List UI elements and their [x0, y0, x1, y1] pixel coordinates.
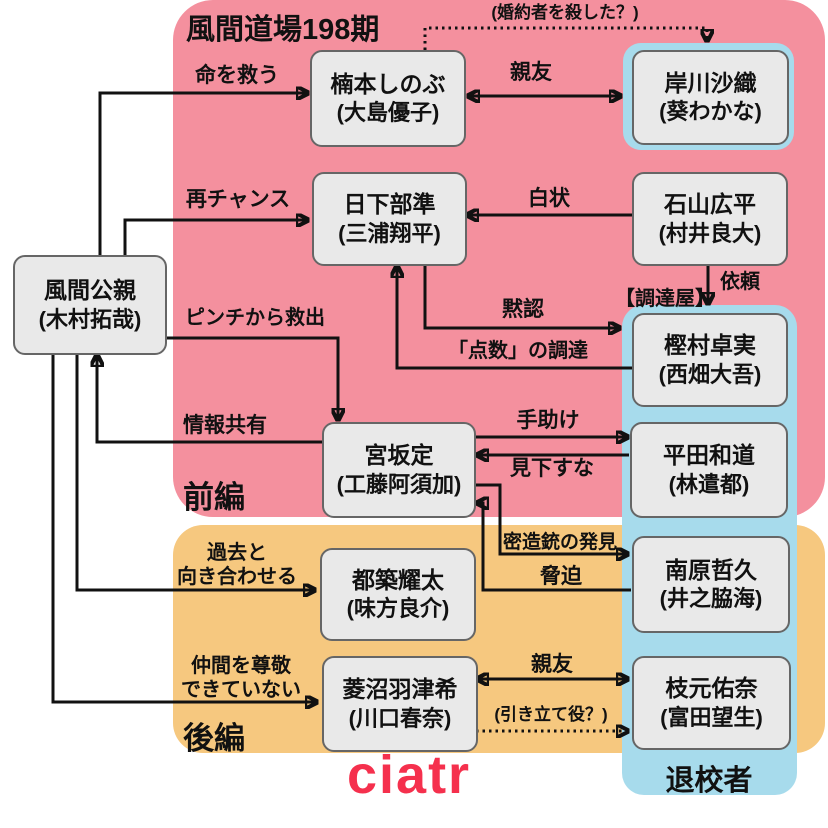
- character-name: 南原哲久: [665, 556, 757, 583]
- character-name: 都築耀太: [352, 566, 444, 593]
- character-name: 平田和道: [663, 442, 755, 469]
- label-kouhen: 後編: [183, 721, 245, 756]
- edge-label-hakujou: 白状: [528, 187, 570, 210]
- edge-label-kyouhaku: 脅迫: [540, 565, 582, 588]
- label-choutatsuya: 【調達屋】: [615, 288, 715, 310]
- edge-label-shinyu-btm: 親友: [531, 653, 573, 676]
- character-name: 宮坂定: [364, 442, 434, 469]
- character-name: 樫村卓実: [664, 332, 756, 359]
- character-name: 枝元佑奈: [665, 675, 758, 702]
- ciatr-logo: ciatr: [347, 745, 472, 805]
- edge-label-pinch: ピンチから救出: [185, 307, 325, 329]
- edge-pinch-line: [163, 336, 338, 419]
- character-actor: (村井良大): [658, 220, 762, 246]
- character-actor: (大島優子): [336, 100, 440, 126]
- character-box-ishiyama: 石山広平 (村井良大): [632, 172, 788, 266]
- character-box-kazama: 風間公親 (木村拓哉): [13, 255, 167, 355]
- edge-label-mitsuzou: 密造銃の発見: [502, 532, 618, 553]
- edge-kako-line: [75, 351, 314, 590]
- edge-label-mikudasuna: 見下すな: [510, 457, 594, 480]
- diagram-title: 風間道場198期: [186, 14, 380, 46]
- character-actor: (味方良介): [346, 596, 450, 622]
- character-box-kusumoto: 楠本しのぶ (大島優子): [310, 50, 466, 147]
- character-name: 岸川沙織: [664, 69, 757, 96]
- character-box-nanbara: 南原哲久 (井之脇海): [632, 536, 790, 633]
- label-taikousha: 退校者: [665, 765, 753, 797]
- edge-inochi-line: [98, 93, 307, 255]
- character-box-hishinuma: 菱沼羽津希 (川口春奈): [322, 656, 478, 752]
- character-box-miyasaka: 宮坂定 (工藤阿須加): [322, 422, 476, 518]
- edge-saichance-line: [123, 220, 307, 255]
- edge-mokunin-line: [423, 262, 619, 328]
- character-box-hirata: 平田和道 (林遣都): [630, 422, 788, 518]
- character-actor: (林遣都): [668, 471, 750, 497]
- character-box-edamoto: 枝元佑奈 (富田望生): [632, 656, 791, 750]
- edge-tensuu-line: [397, 267, 632, 370]
- character-actor: (井之脇海): [659, 586, 763, 612]
- edge-konyakusha-line: [423, 26, 707, 50]
- character-name: 日下部準: [343, 191, 436, 218]
- character-actor: (川口春奈): [348, 705, 452, 731]
- edge-label-konyakusha: (婚約者を殺した？): [491, 3, 639, 22]
- edge-nakama-line: [51, 351, 316, 702]
- character-box-kusakabe: 日下部準 (三浦翔平): [312, 172, 467, 266]
- edge-label-nakama: 仲間を尊敬 できていない: [181, 655, 301, 701]
- edge-mitsuzou-line: [472, 483, 627, 554]
- character-actor: (工藤阿須加): [336, 471, 462, 497]
- edge-label-mokunin: 黙認: [502, 298, 544, 321]
- edge-label-tensuu: 「点数」の調達: [448, 340, 588, 362]
- character-box-kishikawa: 岸川沙織 (葵わかな): [632, 50, 789, 145]
- edge-label-shinyu-top: 親友: [510, 61, 552, 84]
- character-box-tsuzuki: 都築耀太 (味方良介): [320, 548, 476, 641]
- character-actor: (富田望生): [660, 704, 763, 730]
- character-name: 菱沼羽津希: [342, 676, 458, 703]
- edge-label-saichance: 再チャンス: [185, 188, 291, 211]
- character-actor: (木村拓哉): [38, 306, 142, 332]
- edge-label-hikitate: (引き立て役？): [494, 705, 608, 724]
- character-box-kashimura: 樫村卓実 (西畑大吾): [632, 313, 788, 407]
- character-name: 風間公親: [44, 277, 136, 304]
- edge-label-irai: 依頼: [720, 271, 760, 293]
- edge-kyouhaku-line: [478, 503, 631, 592]
- character-name: 楠本しのぶ: [330, 70, 446, 97]
- edge-jouhou-line: [97, 356, 322, 444]
- character-actor: (葵わかな): [659, 99, 762, 125]
- character-name: 石山広平: [664, 191, 756, 218]
- edge-label-jouhou: 情報共有: [183, 414, 267, 437]
- character-actor: (三浦翔平): [338, 220, 441, 246]
- edge-label-kako: 過去と 向き合わせる: [177, 542, 297, 588]
- edge-label-tedasuke: 手助け: [516, 409, 580, 432]
- character-actor: (西畑大吾): [658, 361, 762, 387]
- label-zenpen: 前編: [183, 480, 245, 515]
- edge-label-inochi: 命を救う: [195, 64, 279, 87]
